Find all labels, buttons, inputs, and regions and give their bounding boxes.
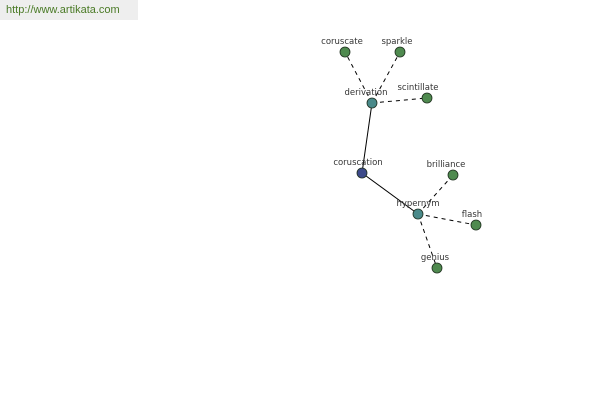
node-sparkle[interactable] xyxy=(394,46,406,58)
node-label-hypernym: hypernym xyxy=(396,199,439,209)
node-brilliance[interactable] xyxy=(447,169,459,181)
edge-coruscation-derivation xyxy=(361,102,373,174)
edge-coruscation-hypernym xyxy=(361,172,419,215)
watermark-url: http://www.artikata.com xyxy=(0,0,138,20)
node-label-derivation: derivation xyxy=(344,88,387,98)
node-derivation[interactable] xyxy=(366,97,378,109)
nodes-layer xyxy=(339,46,482,274)
node-label-sparkle: sparkle xyxy=(381,37,412,47)
node-label-genius: genius xyxy=(421,253,450,263)
node-label-scintillate: scintillate xyxy=(397,83,438,93)
edge-hypernym-brilliance xyxy=(417,174,454,215)
node-label-flash: flash xyxy=(462,210,482,220)
node-genius[interactable] xyxy=(431,262,443,274)
node-coruscate[interactable] xyxy=(339,46,351,58)
edge-hypernym-flash xyxy=(417,213,477,226)
edge-derivation-coruscate xyxy=(344,51,373,104)
node-coruscation[interactable] xyxy=(356,167,368,179)
node-label-coruscation: coruscation xyxy=(333,158,382,168)
edge-hypernym-genius xyxy=(417,213,438,269)
node-scintillate[interactable] xyxy=(421,92,433,104)
edge-derivation-scintillate xyxy=(371,97,428,104)
edges-layer xyxy=(344,51,477,269)
node-label-coruscate: coruscate xyxy=(321,37,363,47)
node-hypernym[interactable] xyxy=(412,208,424,220)
node-label-brilliance: brilliance xyxy=(427,160,466,170)
labels-layer: coruscation derivation hypernym coruscate sp… xyxy=(321,37,482,263)
node-flash[interactable] xyxy=(470,219,482,231)
edge-derivation-sparkle xyxy=(371,51,401,104)
